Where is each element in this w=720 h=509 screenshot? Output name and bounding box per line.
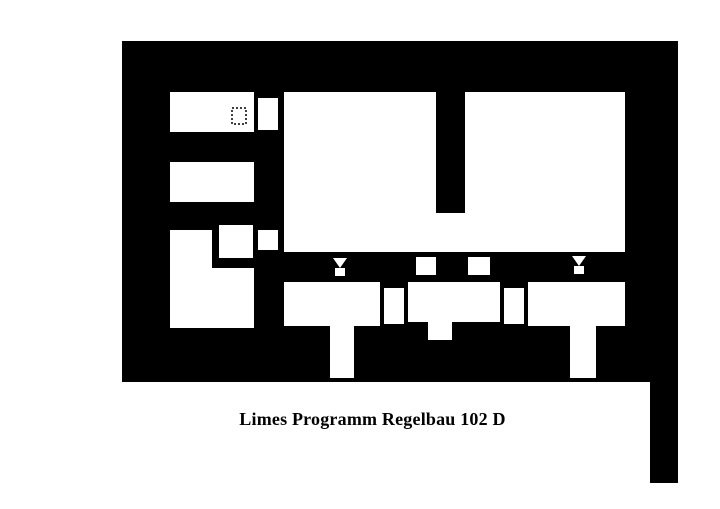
passage-square: [258, 230, 278, 250]
opening-left: [416, 257, 436, 275]
passage-small: [219, 225, 253, 258]
side-wall-extension: [650, 375, 678, 483]
firing-room-center-niche: [504, 288, 524, 324]
room-top-left: [170, 92, 254, 132]
firing-room-right: [528, 282, 625, 378]
hatch-icon: [231, 107, 247, 125]
firing-room-center: [408, 282, 500, 340]
plan-caption: Limes Programm Regelbau 102 D: [239, 409, 506, 429]
firing-room-left-niche: [384, 288, 404, 324]
embrasure-icon: [572, 256, 586, 274]
room-top-left-annex: [258, 98, 278, 130]
embrasure-icon: [333, 258, 347, 276]
firing-room-left: [284, 282, 380, 378]
opening-right: [468, 257, 490, 275]
room-middle-left: [170, 162, 254, 202]
room-bottom-left: [170, 230, 254, 328]
main-room: [284, 92, 625, 252]
